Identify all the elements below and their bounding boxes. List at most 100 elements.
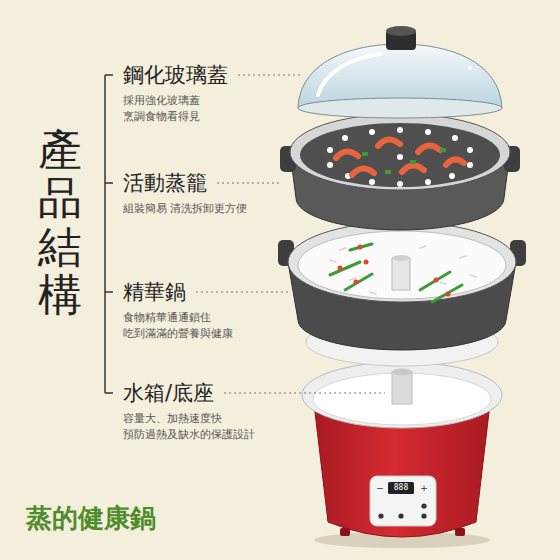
base-unit-shape bbox=[302, 362, 502, 428]
steamer-tray-shape-shape bbox=[467, 162, 473, 168]
essence-pot-shape-shape bbox=[370, 292, 376, 294]
leader-line bbox=[238, 74, 302, 75]
essence-pot-shape-shape bbox=[364, 260, 369, 265]
part-description: 食物精華通通鎖住 吃到滿滿的營養與健康 bbox=[123, 310, 273, 342]
steamer-tray-shape-shape bbox=[369, 129, 375, 135]
base-unit-shape bbox=[378, 513, 383, 518]
part-name: 精華鍋 bbox=[123, 279, 186, 305]
bracket-shape bbox=[105, 182, 113, 184]
steamer-tray-shape-shape bbox=[378, 139, 400, 146]
steamer-tray-shape-shape bbox=[362, 152, 368, 156]
steamer-tray-shape bbox=[362, 148, 446, 174]
panel-button-label: − bbox=[376, 483, 384, 493]
base-unit-shape bbox=[421, 503, 426, 508]
part-description: 容量大、加熱速度快 預防過熱及缺水的保護設計 bbox=[123, 411, 273, 443]
steamer-tray-shape-shape bbox=[327, 162, 333, 168]
essence-pot-shape-shape bbox=[338, 266, 343, 271]
base-unit-shape bbox=[340, 528, 350, 536]
glass-lid-shape bbox=[468, 66, 472, 70]
steamer-tray-shape-shape bbox=[425, 179, 431, 185]
steamer-tray-shape bbox=[300, 123, 500, 187]
bracket-shape bbox=[105, 291, 113, 293]
panel-display: 888 bbox=[394, 483, 408, 493]
base-unit-shape bbox=[392, 369, 412, 376]
essence-pot-shape-shape bbox=[432, 285, 462, 302]
leader-line bbox=[217, 182, 280, 183]
steamer-tray-shape bbox=[336, 139, 464, 175]
steamer-tray-shape-shape bbox=[369, 179, 375, 185]
essence-pot-shape bbox=[338, 245, 451, 297]
base-unit-shape bbox=[388, 482, 414, 494]
essence-pot-shape-shape bbox=[330, 260, 336, 262]
bracket bbox=[105, 75, 113, 393]
vertical-title: 產品結構 bbox=[38, 126, 82, 320]
steamer-tray-shape-shape bbox=[402, 165, 424, 172]
leader-line bbox=[196, 291, 288, 292]
glass-lid-shape bbox=[298, 98, 502, 118]
steamer-tray bbox=[280, 114, 520, 230]
glass-lid bbox=[298, 26, 502, 118]
essence-pot-shape bbox=[288, 222, 516, 302]
essence-pot-shape-shape bbox=[330, 262, 360, 275]
base-unit-shape bbox=[398, 513, 403, 518]
steamer-tray-shape-shape bbox=[410, 160, 416, 164]
essence-pot-shape-shape bbox=[440, 282, 446, 284]
base-unit-shape bbox=[455, 528, 465, 536]
steamer-tray-shape-shape bbox=[336, 151, 358, 158]
base-unit bbox=[302, 362, 502, 548]
glass-lid-shape bbox=[386, 26, 416, 36]
panel-button-label: + bbox=[420, 483, 428, 493]
part-name: 水箱/底座 bbox=[123, 380, 214, 406]
essence-pot-shape-shape bbox=[446, 292, 451, 297]
steamer-tray-shape-shape bbox=[449, 173, 455, 179]
leader-line bbox=[224, 392, 385, 393]
part-description: 組裝簡易 清洗拆卸更方便 bbox=[123, 201, 273, 217]
essence-pot-shape-shape bbox=[420, 246, 426, 248]
steamer-tray-shape-shape bbox=[452, 135, 458, 141]
essence-pot-shape-shape bbox=[354, 280, 359, 285]
bracket-shape bbox=[105, 392, 113, 394]
essence-pot-shape bbox=[298, 231, 506, 299]
part-name: 活動蒸籠 bbox=[123, 170, 207, 196]
essence-pot-shape-shape bbox=[345, 274, 372, 290]
essence-pot-shape-shape bbox=[340, 248, 346, 250]
part-description: 採用強化玻璃蓋 烹調食物看得見 bbox=[123, 93, 273, 125]
essence-pot-shape-shape bbox=[420, 272, 450, 290]
essence-pot-shape bbox=[330, 244, 462, 302]
bracket-shape bbox=[104, 75, 106, 393]
glass-lid-shape bbox=[318, 54, 380, 95]
steamer-tray-shape-shape bbox=[446, 159, 464, 165]
essence-pot-shape-shape bbox=[460, 256, 466, 258]
steamer-tray-shape-shape bbox=[352, 168, 374, 175]
part-name: 鋼化玻璃蓋 bbox=[123, 62, 228, 88]
steamer-tray-shape-shape bbox=[418, 145, 440, 152]
steamer-tray-shape-shape bbox=[397, 181, 403, 187]
base-unit-shape bbox=[313, 373, 491, 425]
steamer-tray-shape-shape bbox=[440, 148, 446, 152]
slogan-caption: 蒸的健康鍋 bbox=[26, 502, 156, 534]
steamer-tray-shape-shape bbox=[397, 127, 403, 133]
steamer-tray-shape-shape bbox=[397, 154, 403, 160]
steamer-tray-shape bbox=[327, 127, 473, 187]
base-unit-shape bbox=[421, 513, 426, 518]
steamer-tray-shape-shape bbox=[425, 129, 431, 135]
essence-pot-shape-shape bbox=[434, 278, 439, 283]
steamer-tray-shape-shape bbox=[327, 147, 333, 153]
essence-pot-shape bbox=[330, 246, 476, 294]
steamer-tray-shape-shape bbox=[467, 147, 473, 153]
steamer-tray-shape-shape bbox=[342, 135, 348, 141]
steamer-tray-shape-shape bbox=[385, 170, 391, 174]
essence-pot-shape-shape bbox=[470, 275, 476, 277]
steamer-tray-shape bbox=[290, 114, 510, 190]
essence-pot bbox=[278, 222, 526, 366]
essence-pot-shape bbox=[392, 258, 410, 290]
base-unit-shape bbox=[370, 476, 436, 526]
bracket-shape bbox=[105, 74, 113, 76]
essence-pot-shape-shape bbox=[350, 244, 372, 250]
essence-pot-shape bbox=[392, 255, 410, 261]
base-unit-shape bbox=[392, 372, 412, 404]
essence-pot-shape-shape bbox=[358, 245, 363, 250]
